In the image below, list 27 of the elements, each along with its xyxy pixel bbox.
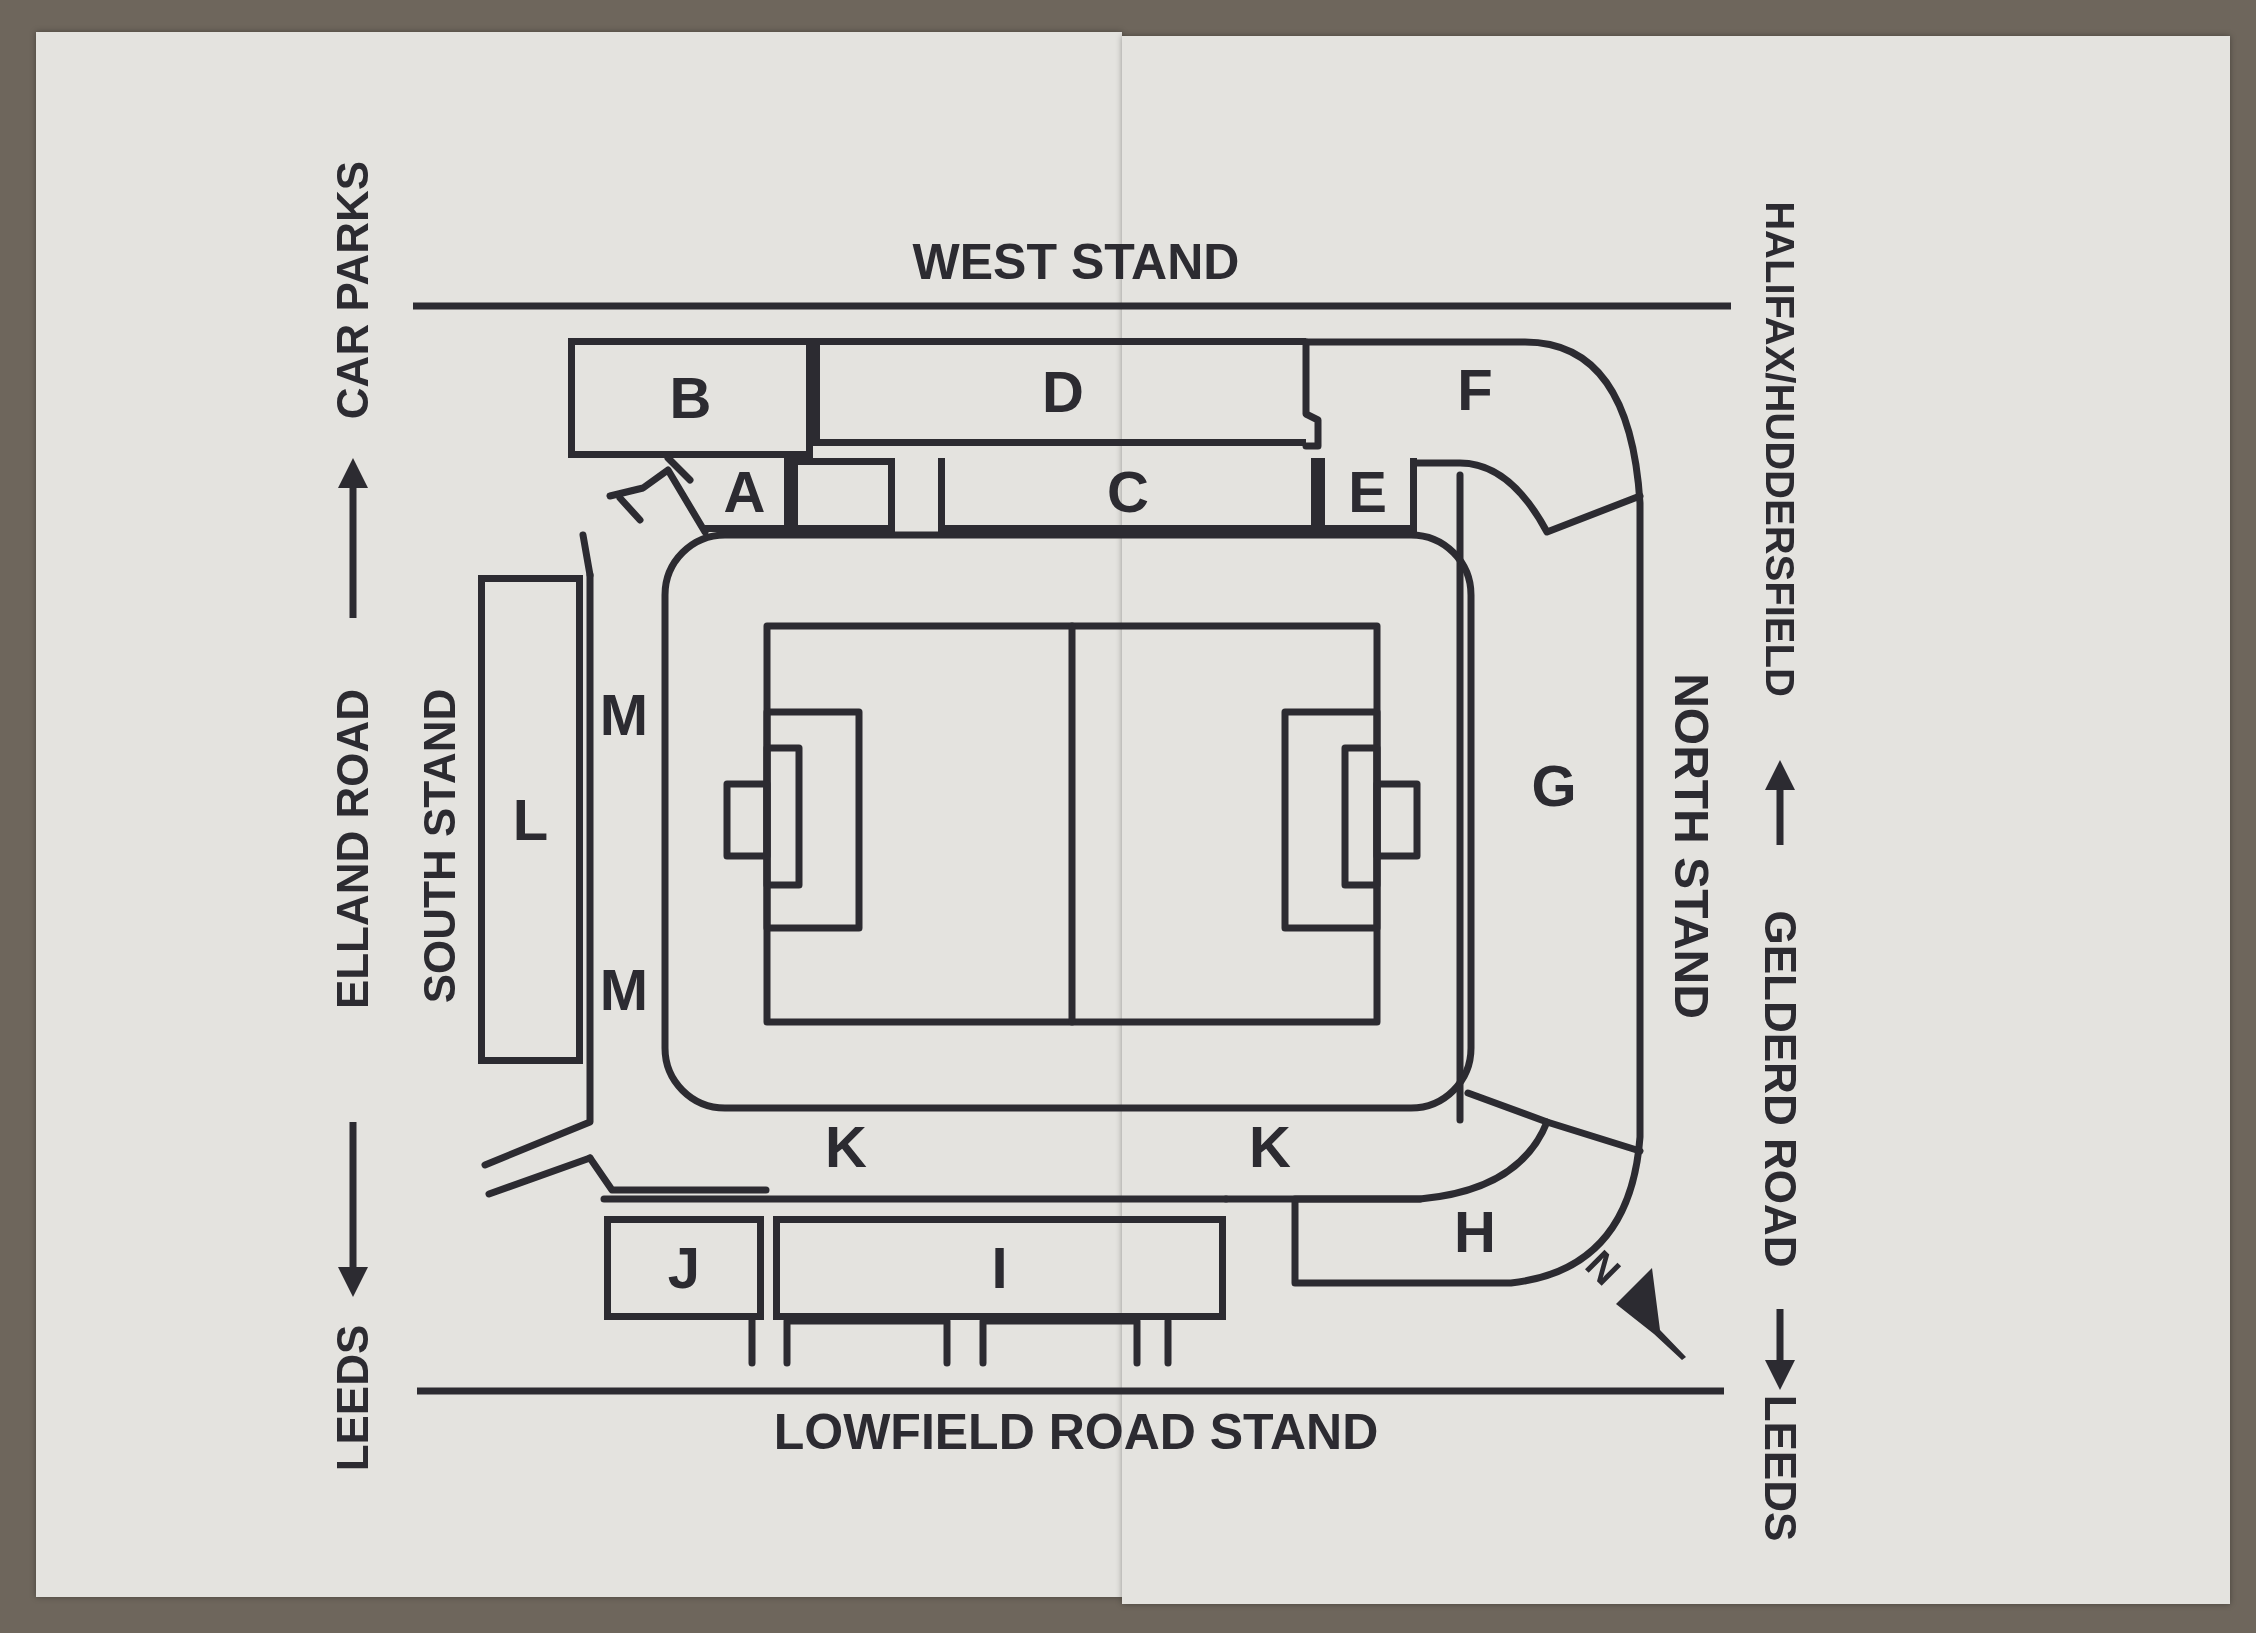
section-letter: G (1519, 751, 1589, 821)
stand-name: LOWFIELD ROAD STAND (773, 1407, 1379, 1457)
seating-block: C (938, 458, 1318, 532)
stand-name: WEST STAND (912, 237, 1240, 287)
seating-block: B (568, 338, 813, 458)
seating-block: A (705, 458, 791, 532)
stand-name: NORTH STAND (1667, 673, 1715, 1019)
seating-block: L (478, 575, 583, 1064)
road-name: GELDERD ROAD (1758, 910, 1802, 1268)
empty-block (791, 458, 895, 532)
seating-block: I (773, 1216, 1226, 1320)
seating-block: J (604, 1216, 764, 1320)
direction-text: HALIFAX/HUDDERSFIELD (1760, 201, 1800, 697)
seating-block: E (1318, 458, 1417, 532)
seating-block: D (813, 338, 1306, 446)
section-letter: M (589, 955, 659, 1025)
stand-name: SOUTH STAND (418, 688, 462, 1004)
direction-text: LEEDS (331, 1324, 375, 1472)
road-name: ELLAND ROAD (331, 688, 375, 1010)
section-letter: F (1440, 355, 1510, 425)
section-letter: K (1235, 1112, 1305, 1182)
section-letter: M (589, 680, 659, 750)
section-letter: K (811, 1112, 881, 1182)
section-letter: H (1440, 1197, 1510, 1267)
direction-text: LEEDS (1758, 1394, 1802, 1542)
north-letter: N (1578, 1243, 1628, 1293)
direction-text: CAR PARKS (331, 160, 375, 420)
